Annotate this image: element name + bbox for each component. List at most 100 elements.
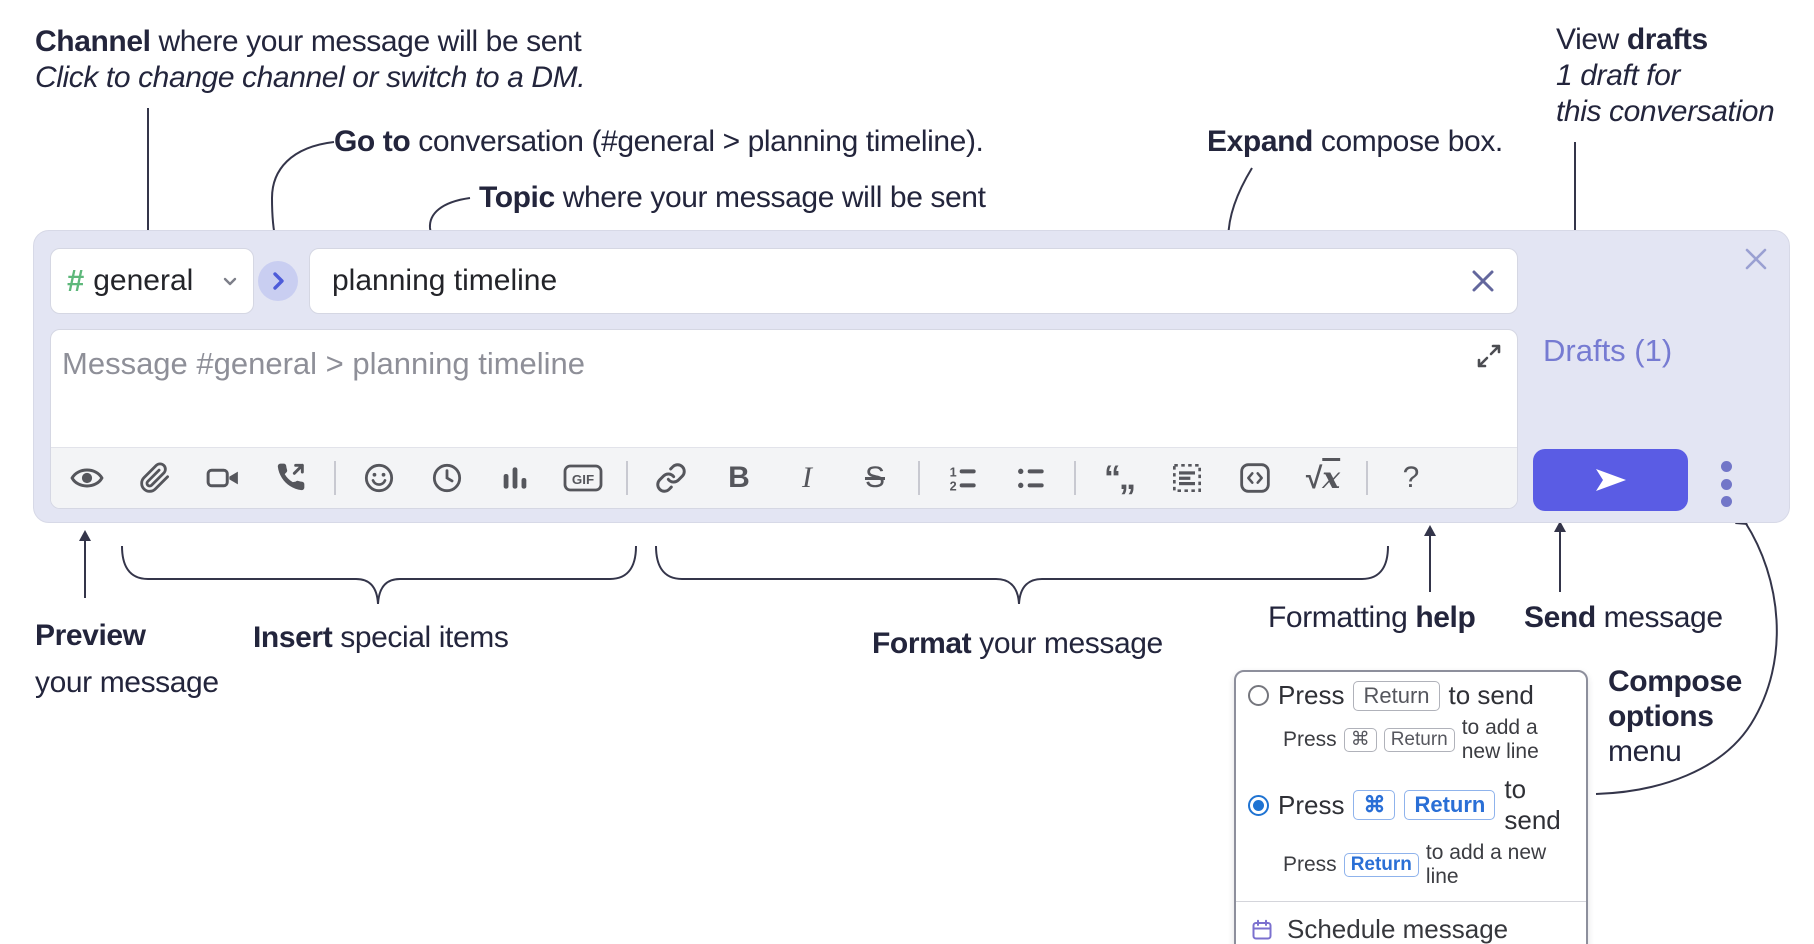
link-button[interactable] xyxy=(650,456,692,500)
option-subtext: to add a new line xyxy=(1425,841,1547,888)
paperclip-icon xyxy=(140,462,169,493)
channel-hash-icon: # xyxy=(67,263,85,298)
link-icon xyxy=(656,463,686,493)
composer-toolbar: GIF B I S xyxy=(51,447,1517,508)
view-drafts-annotation: View drafts 1 draft for this conversatio… xyxy=(1556,23,1775,128)
channel-name: general xyxy=(93,264,194,297)
toolbar-divider xyxy=(334,461,336,495)
insert-brace xyxy=(121,545,637,605)
poll-button[interactable] xyxy=(494,456,536,500)
emoji-button[interactable] xyxy=(358,456,400,500)
option-text: Press xyxy=(1278,680,1345,710)
insert-annotation: Insert special items xyxy=(253,621,509,654)
bold-icon: B xyxy=(728,461,750,494)
format-annotation: Format your message xyxy=(872,627,1163,660)
barchart-icon xyxy=(503,467,527,489)
option-text: to send xyxy=(1448,680,1534,710)
preview-annotation: Preview your message xyxy=(35,619,219,699)
schedule-send-button[interactable] xyxy=(426,456,468,500)
formatting-help-annotation: Formatting help xyxy=(1268,601,1476,634)
cmd-key: ⌘ xyxy=(1343,728,1377,752)
message-placeholder: Message #general > planning timeline xyxy=(62,346,586,381)
option-subtext: Press xyxy=(1283,853,1337,876)
menu-divider xyxy=(1236,901,1586,902)
clock-icon xyxy=(432,463,462,493)
toolbar-divider xyxy=(626,461,628,495)
radio-unchecked-icon[interactable] xyxy=(1248,685,1269,706)
eye-icon xyxy=(70,468,104,488)
compose-box: # general planning timeline Drafts (1) M… xyxy=(33,230,1790,523)
chevron-right-icon xyxy=(273,272,284,290)
toolbar-divider xyxy=(918,461,920,495)
bold-button[interactable]: B xyxy=(718,456,760,500)
ordered-list-icon: 1 2 xyxy=(950,466,976,494)
option-text: Press xyxy=(1278,789,1345,820)
bulleted-list-button[interactable] xyxy=(1010,456,1052,500)
option-subtext: to add a new line xyxy=(1461,716,1539,763)
video-camera-icon xyxy=(206,468,238,488)
svg-text:2: 2 xyxy=(950,480,957,494)
compose-options-button[interactable] xyxy=(1714,461,1738,507)
kebab-dot xyxy=(1720,478,1732,490)
topic-input[interactable]: planning timeline xyxy=(309,248,1518,314)
ordered-list-button[interactable]: 1 2 xyxy=(942,456,984,500)
audio-call-button[interactable] xyxy=(270,456,312,500)
send-annotation: Send message xyxy=(1524,601,1723,634)
blockquote-icon: “„ xyxy=(1104,458,1136,497)
video-clip-button[interactable] xyxy=(202,456,244,500)
chevron-down-icon xyxy=(223,277,237,286)
code-button[interactable] xyxy=(1234,456,1276,500)
compose-options-menu: Press Return to send Press ⌘ Return to a… xyxy=(1234,670,1588,944)
attach-button[interactable] xyxy=(134,456,176,500)
cmd-key: ⌘ xyxy=(1353,790,1396,820)
svg-text:GIF: GIF xyxy=(572,472,594,487)
option-text: to send xyxy=(1504,774,1561,835)
formatting-help-button[interactable]: ? xyxy=(1390,456,1432,500)
format-brace xyxy=(655,545,1389,605)
return-key: Return xyxy=(1343,853,1419,877)
phone-call-icon xyxy=(277,463,305,491)
return-key: Return xyxy=(1404,790,1496,820)
code-icon xyxy=(1240,463,1270,493)
blockquote-button[interactable]: “„ xyxy=(1098,456,1140,500)
send-with-return-option[interactable]: Press Return to send Press ⌘ Return to a… xyxy=(1236,676,1586,770)
code-block-icon xyxy=(1173,464,1201,492)
toolbar-divider xyxy=(1366,461,1368,495)
return-key: Return xyxy=(1383,728,1455,752)
svg-text:1: 1 xyxy=(950,466,957,480)
kebab-dot xyxy=(1720,461,1732,472)
emoji-smiley-icon xyxy=(364,463,394,493)
send-button[interactable] xyxy=(1533,449,1688,511)
code-block-button[interactable] xyxy=(1166,456,1208,500)
clear-topic-icon[interactable] xyxy=(1469,267,1497,295)
channel-selector[interactable]: # general xyxy=(50,248,254,314)
gif-button[interactable]: GIF xyxy=(562,456,604,500)
formula-button[interactable]: √x xyxy=(1302,456,1344,500)
message-input[interactable]: Message #general > planning timeline xyxy=(51,330,1517,449)
message-area: Message #general > planning timeline xyxy=(50,329,1518,509)
compose-options-annotation: Compose options menu xyxy=(1608,665,1742,768)
goto-conversation-button[interactable] xyxy=(258,261,298,301)
strikethrough-icon: S xyxy=(864,461,885,494)
option-subtext: Press xyxy=(1283,728,1337,751)
goto-connector xyxy=(270,141,335,242)
strikethrough-button[interactable]: S xyxy=(854,456,896,500)
kebab-dot xyxy=(1720,496,1732,507)
topic-annotation: Topic where your message will be sent xyxy=(479,181,986,214)
expand-annotation: Expand compose box. xyxy=(1207,125,1503,158)
schedule-message-item[interactable]: Schedule message xyxy=(1236,908,1586,944)
italic-icon: I xyxy=(802,461,812,494)
send-with-cmd-return-option[interactable]: Press ⌘ Return to send Press Return to a… xyxy=(1236,770,1586,895)
help-icon: ? xyxy=(1402,461,1420,494)
close-compose-icon[interactable] xyxy=(1741,244,1771,274)
toolbar-divider xyxy=(1074,461,1076,495)
radio-checked-icon[interactable] xyxy=(1248,794,1269,816)
goto-annotation: Go to conversation (#general > planning … xyxy=(334,125,984,158)
channel-annotation: Channel where your message will be sent … xyxy=(35,25,586,94)
drafts-link[interactable]: Drafts (1) xyxy=(1543,333,1673,368)
preview-button[interactable] xyxy=(66,456,108,500)
italic-button[interactable]: I xyxy=(786,456,828,500)
topic-value: planning timeline xyxy=(332,264,558,297)
return-key: Return xyxy=(1353,680,1440,711)
expand-compose-icon[interactable] xyxy=(1475,342,1503,370)
